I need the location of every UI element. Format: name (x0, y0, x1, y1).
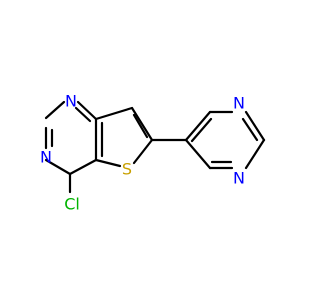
atom-n-pyrimidine-top: N (233, 94, 245, 113)
atom-sulfur: S (122, 160, 132, 179)
bond-c5p-c4p-inner (190, 117, 213, 143)
atom-n-top: N (65, 92, 77, 111)
atom-chlorine: Cl (64, 195, 80, 214)
bond-c6p-c5p (184, 138, 212, 170)
bonds (44, 100, 266, 194)
bond-c7-c6 (130, 106, 154, 142)
bond-c7a-n1-inner (74, 106, 92, 123)
atom-labels: N N Cl S N N (40, 92, 245, 214)
bond-c5p-c4p (184, 110, 212, 142)
bond-c7-c6-inner (132, 113, 149, 139)
bond-s-c4a (94, 158, 122, 168)
bond-n3-c4 (44, 158, 72, 176)
atom-n-left: N (40, 148, 52, 167)
chemical-structure-diagram: N N Cl S N N (40, 92, 266, 214)
bond-c6-s (132, 138, 154, 165)
bond-n3p-c2p (244, 110, 266, 142)
bond-c2p-n1p (244, 138, 266, 170)
bond-c7a-c7 (94, 106, 134, 121)
bond-c7a-n1 (76, 100, 98, 121)
bond-c4-c4a (68, 158, 98, 176)
bond-n3p-c2p-inner (241, 117, 259, 142)
bond-n1-c2 (44, 100, 66, 120)
atom-n-pyrimidine-bottom: N (233, 169, 245, 188)
